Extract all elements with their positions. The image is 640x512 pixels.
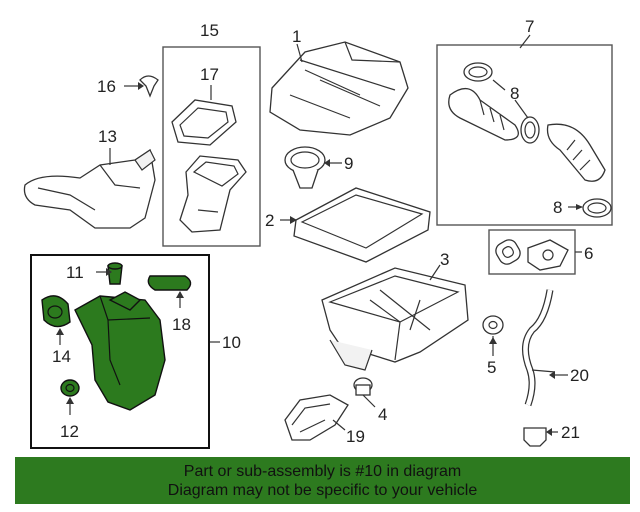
part-14-sleeve[interactable] bbox=[41, 295, 71, 328]
group-box-15 bbox=[162, 46, 261, 247]
part-21-fitting[interactable] bbox=[523, 427, 547, 447]
info-banner: Part or sub-assembly is #10 in diagram D… bbox=[15, 457, 630, 504]
callout-6: 6 bbox=[584, 244, 593, 263]
arrowhead-14 bbox=[56, 328, 64, 335]
part-5-grommet[interactable] bbox=[482, 315, 504, 335]
part-8-clamp-middle[interactable] bbox=[520, 116, 540, 144]
arrowhead-8-lower bbox=[576, 204, 583, 210]
callout-17: 17 bbox=[200, 65, 219, 84]
arrowhead-20 bbox=[549, 371, 555, 379]
leader-1 bbox=[296, 43, 303, 63]
callout-11: 11 bbox=[66, 263, 84, 282]
part-6-sensor[interactable] bbox=[493, 237, 569, 271]
callout-4: 4 bbox=[378, 405, 387, 424]
callout-5: 5 bbox=[487, 358, 496, 377]
part-1-air-cleaner-cover[interactable] bbox=[269, 41, 409, 136]
arrowhead-11 bbox=[106, 268, 112, 276]
arrowhead-5 bbox=[489, 337, 497, 344]
part-11-cap[interactable] bbox=[107, 262, 123, 285]
arrowhead-2 bbox=[290, 216, 297, 224]
callout-14: 14 bbox=[52, 347, 71, 366]
arrowhead-16 bbox=[138, 82, 144, 90]
part-9-clamp[interactable] bbox=[284, 146, 326, 189]
part-10-air-cleaner-housing-highlighted[interactable] bbox=[74, 291, 166, 411]
group-box-7 bbox=[436, 44, 613, 226]
arrowhead-21 bbox=[546, 428, 552, 436]
callout-8-lower: 8 bbox=[553, 198, 562, 217]
part-17-seal[interactable] bbox=[171, 99, 237, 146]
part-4-grommet[interactable] bbox=[353, 377, 373, 396]
callout-18: 18 bbox=[172, 315, 191, 334]
callout-13: 13 bbox=[98, 127, 117, 146]
callout-7: 7 bbox=[525, 17, 534, 36]
group-box-10 bbox=[30, 254, 210, 449]
part-12-grommet[interactable] bbox=[60, 379, 80, 397]
arrowhead-12 bbox=[66, 397, 74, 404]
part-18-seal[interactable] bbox=[147, 275, 192, 291]
part-3-lower-housing[interactable] bbox=[321, 267, 469, 371]
part-8-clamp-lower[interactable] bbox=[582, 198, 612, 218]
callout-21: 21 bbox=[561, 423, 580, 442]
callout-3: 3 bbox=[440, 250, 449, 269]
callout-16: 16 bbox=[97, 77, 116, 96]
arrowhead-18 bbox=[176, 291, 184, 298]
callout-20: 20 bbox=[570, 366, 589, 385]
part-2-air-filter[interactable] bbox=[293, 187, 431, 263]
leader-19 bbox=[332, 419, 346, 431]
part-15-resonator-duct[interactable] bbox=[179, 155, 247, 233]
banner-line-1: Part or sub-assembly is #10 in diagram bbox=[183, 463, 462, 480]
callout-15: 15 bbox=[200, 21, 219, 40]
callout-9: 9 bbox=[344, 154, 353, 173]
leader-4 bbox=[362, 394, 376, 408]
leader-8a bbox=[492, 79, 506, 91]
part-8-clamp-upper[interactable] bbox=[463, 62, 493, 82]
callout-8-upper: 8 bbox=[510, 84, 519, 103]
part-13-duct[interactable] bbox=[23, 148, 156, 229]
callout-10: 10 bbox=[222, 333, 241, 352]
part-20-hose[interactable] bbox=[522, 289, 556, 407]
part-19-bracket[interactable] bbox=[284, 394, 349, 441]
part-7-intake-hose[interactable] bbox=[448, 88, 606, 182]
part-16-pin[interactable] bbox=[139, 75, 159, 98]
banner-line-2: Diagram may not be specific to your vehi… bbox=[167, 482, 478, 499]
leader-7 bbox=[519, 34, 531, 49]
callout-19: 19 bbox=[346, 427, 365, 446]
leader-8a-2 bbox=[514, 99, 529, 119]
callout-12: 12 bbox=[60, 422, 79, 441]
arrowhead-9 bbox=[324, 159, 330, 167]
callout-1: 1 bbox=[292, 27, 301, 46]
leader-3 bbox=[429, 264, 441, 281]
callout-2: 2 bbox=[265, 211, 274, 230]
